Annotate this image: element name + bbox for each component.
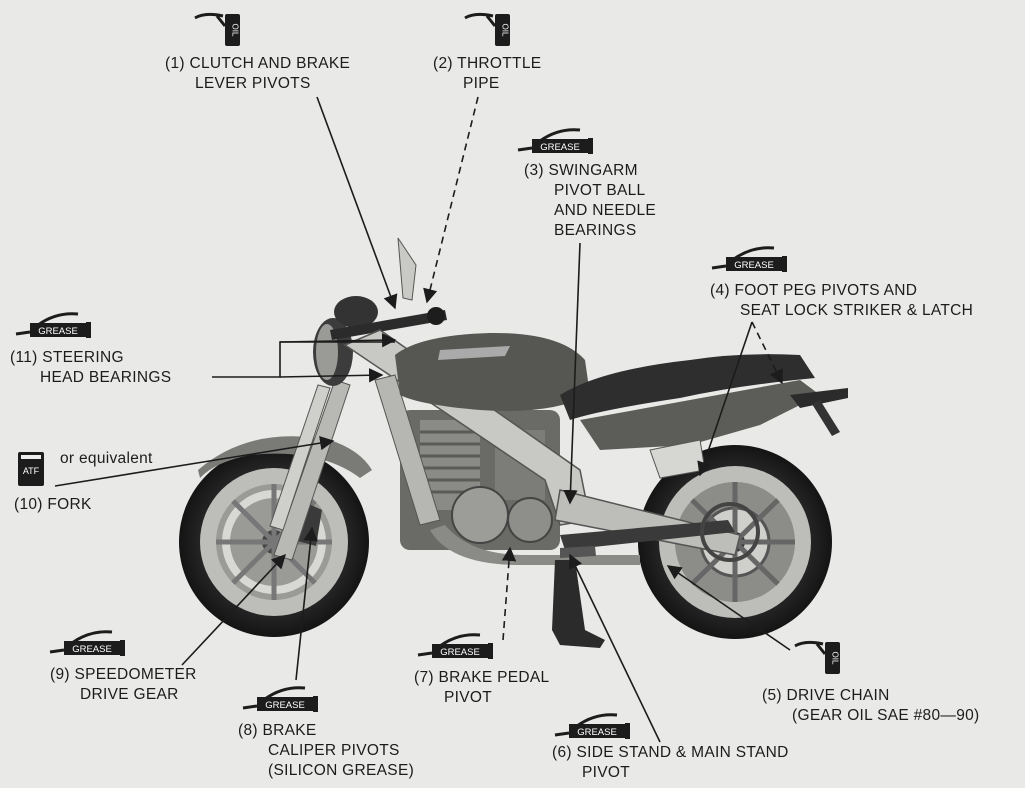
grease-gun-icon: GREASE bbox=[49, 630, 125, 656]
grease-gun-icon: GREASE bbox=[517, 128, 593, 154]
oil-icon-text: OIL bbox=[501, 24, 510, 37]
grease-gun-icon: GREASE bbox=[242, 686, 318, 712]
leader-4a bbox=[697, 321, 753, 477]
label-drive-chain: (5) DRIVE CHAIN (GEAR OIL SAE #80—90) bbox=[762, 686, 980, 726]
label-line: (6) SIDE STAND & MAIN STAND bbox=[552, 744, 789, 761]
label-line: (7) BRAKE PEDAL bbox=[414, 669, 550, 686]
leader-8 bbox=[295, 526, 318, 681]
label-line: HEAD BEARINGS bbox=[40, 369, 172, 386]
label-line: PIVOT bbox=[582, 764, 631, 781]
grease-icon-text: GREASE bbox=[440, 647, 480, 658]
label-line: (SILICON GREASE) bbox=[268, 762, 415, 779]
label-line: CALIPER PIVOTS bbox=[268, 742, 400, 759]
motorcycle-illustration bbox=[179, 237, 848, 648]
label-line: (5) DRIVE CHAIN bbox=[762, 687, 890, 704]
atf-icon-text: ATF bbox=[23, 466, 40, 476]
label-clutch-brake-lever-pivots: (1) CLUTCH AND BRAKE LEVER PIVOTS bbox=[165, 54, 350, 94]
leader-9 bbox=[181, 553, 286, 666]
label-line: DRIVE GEAR bbox=[80, 686, 179, 703]
label-line: SEAT LOCK STRIKER & LATCH bbox=[740, 302, 974, 319]
grease-gun-icon: GREASE bbox=[554, 713, 630, 739]
label-line: PIVOT bbox=[444, 689, 493, 706]
label-line: (11) STEERING bbox=[10, 349, 124, 366]
leader-lines bbox=[54, 96, 791, 743]
grease-icon-text: GREASE bbox=[734, 260, 774, 271]
label-fork-equivalent-note: or equivalent bbox=[60, 449, 153, 469]
oil-can-icon: OIL bbox=[194, 12, 240, 46]
label-line: (GEAR OIL SAE #80—90) bbox=[792, 707, 980, 724]
grease-icon-text: GREASE bbox=[540, 142, 580, 153]
grease-icon-text: GREASE bbox=[38, 326, 78, 337]
grease-gun-icon: GREASE bbox=[15, 312, 91, 338]
grease-gun-icon: GREASE bbox=[417, 633, 493, 659]
atf-can-icon: ATF bbox=[18, 452, 44, 486]
label-line: (8) BRAKE bbox=[238, 722, 317, 739]
oil-can-icon: OIL bbox=[794, 640, 840, 674]
leader-10 bbox=[54, 435, 335, 487]
leader-2 bbox=[423, 96, 479, 304]
leader-11 bbox=[212, 341, 395, 378]
label-line: BEARINGS bbox=[554, 222, 637, 239]
label-line: (2) THROTTLE bbox=[433, 55, 542, 72]
leader-7 bbox=[501, 546, 517, 641]
grease-icon-text: GREASE bbox=[577, 727, 617, 738]
grease-icon-text: GREASE bbox=[265, 700, 305, 711]
label-line: (9) SPEEDOMETER bbox=[50, 666, 197, 683]
leader-6 bbox=[569, 553, 661, 743]
label-line: (1) CLUTCH AND BRAKE bbox=[165, 55, 351, 72]
label-brake-caliper-pivots: (8) BRAKE CALIPER PIVOTS (SILICON GREASE… bbox=[238, 721, 414, 781]
oil-icon-text: OIL bbox=[831, 652, 840, 665]
leader-1 bbox=[316, 96, 398, 310]
grease-icon-text: GREASE bbox=[72, 644, 112, 655]
oil-can-icon: OIL bbox=[464, 12, 510, 46]
label-line: AND NEEDLE bbox=[554, 202, 657, 219]
label-line: LEVER PIVOTS bbox=[195, 75, 311, 92]
label-foot-peg-seat-lock: (4) FOOT PEG PIVOTS AND SEAT LOCK STRIKE… bbox=[710, 281, 973, 321]
oil-icon-text: OIL bbox=[231, 24, 240, 37]
label-line: (4) FOOT PEG PIVOTS AND bbox=[710, 282, 918, 299]
label-line: (10) FORK bbox=[14, 496, 92, 513]
leader-5 bbox=[666, 565, 791, 651]
label-steering-head-bearings: (11) STEERING HEAD BEARINGS bbox=[10, 348, 171, 388]
label-line: PIVOT BALL bbox=[554, 182, 646, 199]
leader-3 bbox=[563, 242, 581, 505]
label-swingarm-pivot: (3) SWINGARM PIVOT BALL AND NEEDLE BEARI… bbox=[524, 161, 656, 241]
label-side-main-stand: (6) SIDE STAND & MAIN STAND PIVOT bbox=[552, 743, 789, 783]
grease-gun-icon: GREASE bbox=[711, 246, 787, 272]
front-wheel bbox=[179, 447, 369, 637]
label-throttle-pipe: (2) THROTTLE PIPE bbox=[433, 54, 541, 94]
label-line: PIPE bbox=[463, 75, 500, 92]
label-line: or equivalent bbox=[60, 450, 153, 467]
label-line: (3) SWINGARM bbox=[524, 162, 638, 179]
label-brake-pedal-pivot: (7) BRAKE PEDAL PIVOT bbox=[414, 668, 549, 708]
label-fork: (10) FORK bbox=[14, 495, 92, 515]
label-speedometer-drive-gear: (9) SPEEDOMETER DRIVE GEAR bbox=[50, 665, 197, 705]
